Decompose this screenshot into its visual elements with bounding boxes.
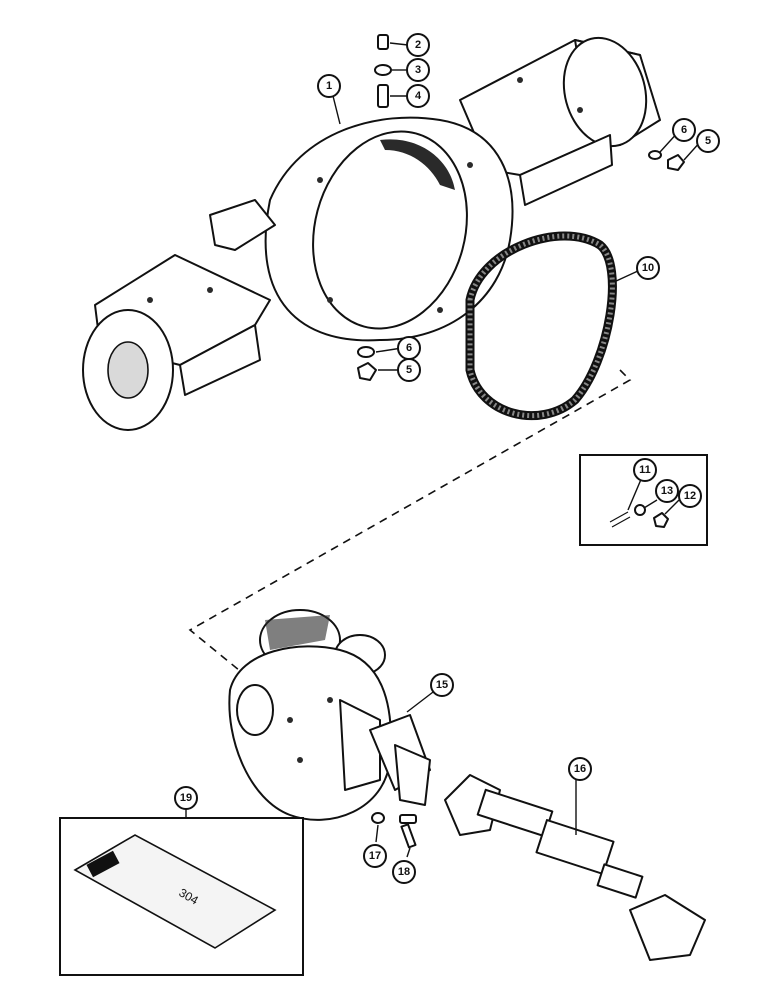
svg-text:16: 16 <box>574 763 586 775</box>
svg-text:6: 6 <box>681 124 687 136</box>
callout-5-upper: 5 <box>696 129 720 153</box>
differential-carrier <box>228 609 431 821</box>
drive-shaft <box>444 774 706 961</box>
callout-10: 10 <box>636 256 660 280</box>
svg-text:4: 4 <box>415 90 422 102</box>
svg-text:11: 11 <box>639 464 651 476</box>
callout-19: 19 <box>174 786 198 810</box>
svg-text:5: 5 <box>705 135 711 147</box>
callout-3: 3 <box>406 58 430 82</box>
gasket <box>465 231 617 420</box>
callout-15: 15 <box>430 673 454 697</box>
svg-text:5: 5 <box>406 364 412 376</box>
callout-5-lower: 5 <box>397 358 421 382</box>
axle-housing <box>82 36 661 431</box>
callout-17: 17 <box>363 844 387 868</box>
svg-text:6: 6 <box>406 342 412 354</box>
svg-text:2: 2 <box>415 39 421 51</box>
nut-and-bolt <box>371 812 417 849</box>
svg-text:13: 13 <box>661 485 673 497</box>
callout-12: 12 <box>678 484 702 508</box>
svg-text:3: 3 <box>415 64 421 76</box>
plug-and-washer-upper <box>648 150 685 171</box>
callout-11: 11 <box>633 458 657 482</box>
svg-text:19: 19 <box>180 792 192 804</box>
assembly-dashed-line <box>188 369 632 676</box>
housing-bolt-holes <box>147 77 583 313</box>
leader-lines <box>185 42 702 858</box>
callout-16: 16 <box>568 757 592 781</box>
svg-text:1: 1 <box>326 80 332 92</box>
svg-text:10: 10 <box>642 262 654 274</box>
callout-1: 1 <box>317 74 341 98</box>
callout-4: 4 <box>406 84 430 108</box>
callout-6-upper: 6 <box>672 118 696 142</box>
callout-18: 18 <box>392 860 416 884</box>
svg-text:17: 17 <box>369 850 381 862</box>
svg-text:18: 18 <box>398 866 410 878</box>
plug-and-washer-lower <box>357 346 377 381</box>
decal-inset-box: 304 <box>59 817 304 976</box>
breather-parts <box>374 34 392 108</box>
callout-6-lower: 6 <box>397 336 421 360</box>
callout-2: 2 <box>406 33 430 57</box>
callout-13: 13 <box>655 479 679 503</box>
svg-text:15: 15 <box>436 679 448 691</box>
svg-text:12: 12 <box>684 490 696 502</box>
